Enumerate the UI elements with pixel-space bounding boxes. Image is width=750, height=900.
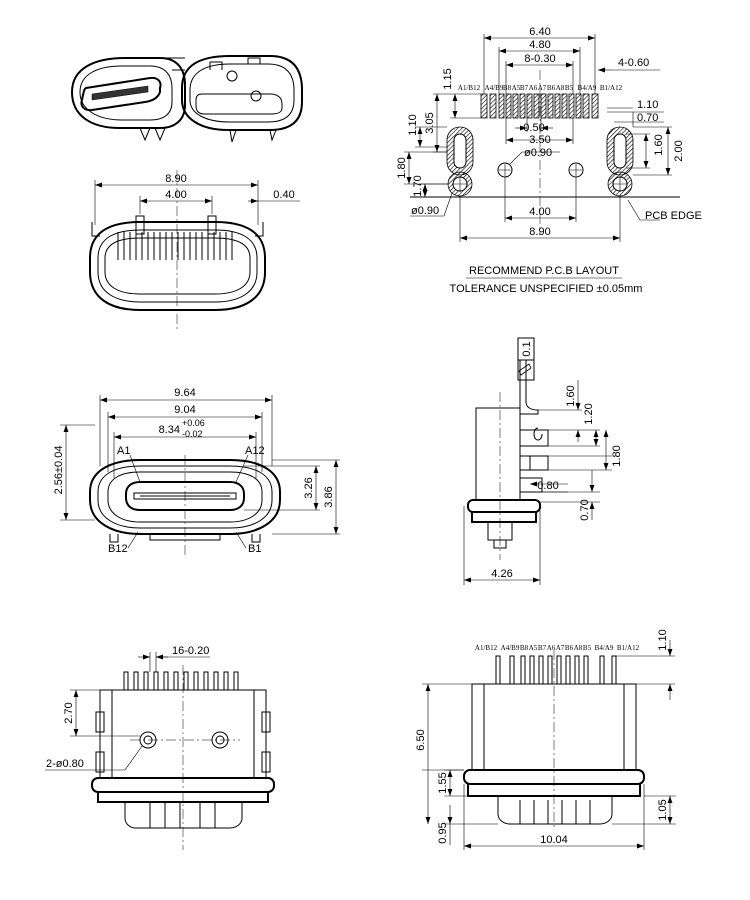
front-tol-minus: -0.02: [182, 429, 203, 439]
pcb-dim-480: 4.80: [529, 39, 550, 51]
side-dim-120: 1.20: [583, 403, 595, 424]
front-dim-326: 3.26: [303, 477, 315, 498]
pcb-dim-350: 3.50: [529, 134, 550, 146]
top-view: 8.90 4.00 0.40: [89, 170, 300, 330]
pcb-dim-640: 6.40: [529, 26, 550, 38]
isometric-view-left: [70, 57, 186, 142]
pcb-dim-r160: 1.60: [653, 134, 665, 155]
pcb-dim-r070: 0.70: [637, 112, 658, 124]
isometric-view-right: [181, 55, 303, 143]
top-dim-890: 8.90: [165, 173, 186, 185]
side-dim-070: 0.70: [579, 499, 591, 520]
pcb-pin-7: B6: [547, 84, 556, 92]
rear-view: A1/B12 A4/B9 B8 A5 B7 A6 A7 B6 A8 B5 B4/…: [415, 629, 676, 850]
front-dim-904: 9.04: [174, 404, 195, 416]
pcb-dim-pitch: 8-0.30: [524, 53, 555, 65]
pcb-dim-115: 1.15: [442, 68, 454, 89]
front-dim-256: 2.56±0.04: [53, 446, 65, 495]
rear-pin-9: B5: [583, 644, 592, 652]
pcb-layout: PCB EDGE A1/B12 A4/B9 B8 A5 B7 A6 A7 B6 …: [396, 26, 702, 295]
top-view-pins: [91, 215, 264, 260]
rear-pin-labels: A1/B12 A4/B9 B8 A5 B7 A6 A7 B6 A8 B5 B4/…: [475, 644, 640, 652]
side-dim-180: 1.80: [611, 445, 623, 466]
pcb-pin-11: B1/A12: [600, 84, 623, 92]
rear-pin-6: A7: [556, 644, 565, 652]
front-dim-386: 3.86: [323, 486, 335, 507]
front-label-b1: B1: [248, 543, 261, 555]
rear-view-pins: [495, 655, 617, 684]
front-label-b12: B12: [108, 543, 128, 555]
pcb-pads: [480, 93, 599, 119]
pcb-pin-2: B8: [503, 84, 512, 92]
front-label-a12: A12: [245, 445, 265, 457]
rear-pin-10: B4/A9: [595, 644, 614, 652]
pcb-dim-hole: ø0.90: [411, 205, 439, 217]
rear-pin-2: B8: [520, 644, 529, 652]
front-view: 9.64 9.04 8.34 +0.06 -0.02 2.56±0.04 3.2…: [53, 387, 340, 555]
pcb-edge-label: PCB EDGE: [645, 210, 702, 222]
pcb-pin-labels: A1/B12 A4/B9 B8 A5 B7 A6 A7 B6 A8 B5 B4/…: [458, 84, 623, 92]
pcb-dim-110: 1.10: [407, 114, 419, 135]
pcb-dim-r200: 2.00: [673, 140, 685, 161]
rear-dim-095: 0.95: [437, 822, 449, 843]
rear-pin-1: A4/B9: [501, 644, 520, 652]
rear-pin-8: A8: [574, 644, 583, 652]
pcb-pin-5: A6: [529, 84, 538, 92]
side-dim-426: 4.26: [491, 568, 512, 580]
pcb-pin-1: A4/B9: [485, 84, 504, 92]
side-flatness: 0.1: [521, 341, 533, 356]
pcb-dim-400: 4.00: [529, 206, 550, 218]
pcb-dim-305: 3.05: [424, 112, 436, 133]
bottom-dim-holes: 2-ø0.80: [46, 758, 84, 770]
rear-pin-3: A5: [529, 644, 538, 652]
pcb-pin-8: A8: [556, 84, 565, 92]
rear-dim-1004: 10.04: [540, 834, 568, 846]
front-tol-plus: +0.06: [182, 418, 205, 428]
rear-pin-4: B7: [538, 644, 547, 652]
pcb-dim-050: 0.50: [523, 122, 544, 134]
rear-pin-0: A1/B12: [475, 644, 498, 652]
pcb-pin-0: A1/B12: [458, 84, 481, 92]
rear-pin-7: B6: [565, 644, 574, 652]
bottom-dim-pitch: 16-0.20: [172, 645, 209, 657]
bottom-view: 16-0.20 2.70 2-ø0.80: [45, 645, 275, 850]
top-dim-400: 4.00: [165, 189, 186, 201]
front-dim-964: 9.64: [174, 387, 195, 399]
rear-dim-650: 6.50: [415, 729, 427, 750]
pcb-pin-9: B5: [565, 84, 574, 92]
pcb-dim-r110: 1.10: [637, 99, 658, 111]
pcb-dim-slot: 4-0.60: [618, 57, 649, 69]
side-dim-160: 1.60: [565, 385, 577, 406]
rear-dim-155: 1.55: [437, 772, 449, 793]
pcb-dim-890: 8.90: [529, 226, 550, 238]
bottom-dim-270: 2.70: [63, 702, 75, 723]
rear-pin-11: B1/A12: [617, 644, 640, 652]
front-label-a1: A1: [117, 445, 130, 457]
pcb-pin-4: B7: [520, 84, 529, 92]
bottom-view-pins: [123, 671, 239, 690]
side-view: 0.1 1.60 1.20 1.80 0.80 0.70 4.26: [463, 337, 623, 585]
top-dim-040: 0.40: [273, 189, 294, 201]
pcb-pin-3: A5: [512, 84, 521, 92]
pcb-dim-170: 1.70: [412, 175, 424, 196]
pcb-dim-180: 1.80: [396, 157, 408, 178]
front-dim-834: 8.34: [159, 424, 180, 436]
pcb-pin-6: A7: [538, 84, 547, 92]
pcb-dim-d090: ø0.90: [524, 147, 552, 159]
rear-pin-5: A6: [547, 644, 556, 652]
pcb-pin-10: B4/A9: [578, 84, 597, 92]
rear-dim-105: 1.05: [657, 799, 669, 820]
pcb-tolerance: TOLERANCE UNSPECIFIED ±0.05mm: [450, 283, 643, 295]
rear-dim-110: 1.10: [657, 629, 669, 650]
pcb-title: RECOMMEND P.C.B LAYOUT: [469, 265, 619, 277]
side-dim-080: 0.80: [537, 480, 558, 492]
